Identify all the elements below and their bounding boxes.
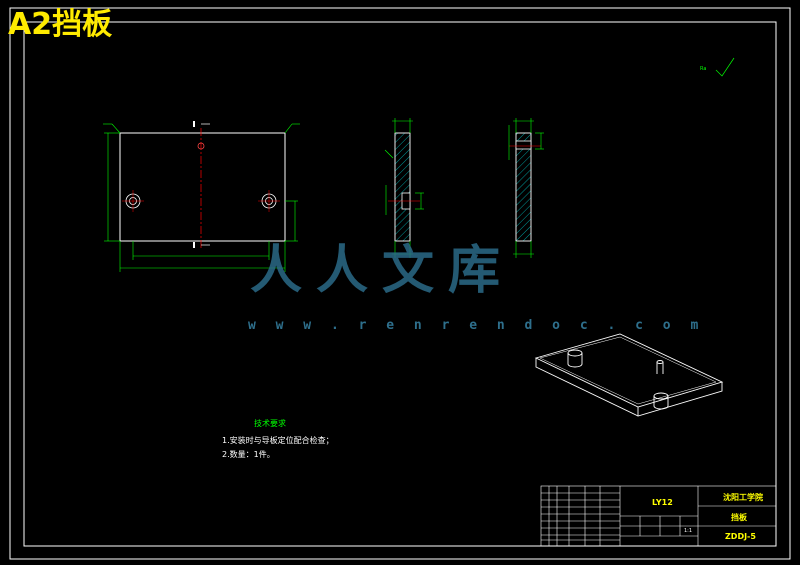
requirement-item-1: 1.安装时与导板定位配合检查；	[222, 436, 334, 445]
title-block-part-name: 挡板	[731, 513, 747, 522]
roughness-symbol: Ra	[700, 57, 735, 77]
pin-hole	[197, 142, 205, 150]
front-view	[103, 121, 300, 272]
section-view-2	[508, 118, 544, 258]
isometric-view	[534, 333, 724, 417]
outer-border	[9, 7, 791, 560]
svg-text:Ra: Ra	[700, 66, 706, 72]
watermark-text: 人人文库	[250, 240, 515, 301]
counterbore-hole-left	[122, 190, 144, 212]
banner-title: A2挡板	[8, 7, 113, 42]
inner-frame	[23, 21, 777, 547]
counterbore-hole-right	[258, 190, 280, 212]
title-block-company: 沈阳工学院	[723, 493, 763, 502]
plate-outline	[119, 132, 286, 242]
requirement-item-2: 2.数量：1件。	[222, 450, 275, 459]
title-block-scale: 1:1	[684, 528, 693, 534]
technical-requirements-title: 技术要求	[254, 419, 286, 428]
watermark-url: w w w . r e n r e n d o c . c o m	[248, 318, 705, 333]
title-block-material: LY12	[652, 498, 673, 507]
front-dimensions	[104, 132, 298, 272]
title-block-drawing-no: ZDDJ-5	[725, 532, 756, 541]
title-block	[540, 485, 777, 547]
section-view-1	[384, 118, 424, 258]
